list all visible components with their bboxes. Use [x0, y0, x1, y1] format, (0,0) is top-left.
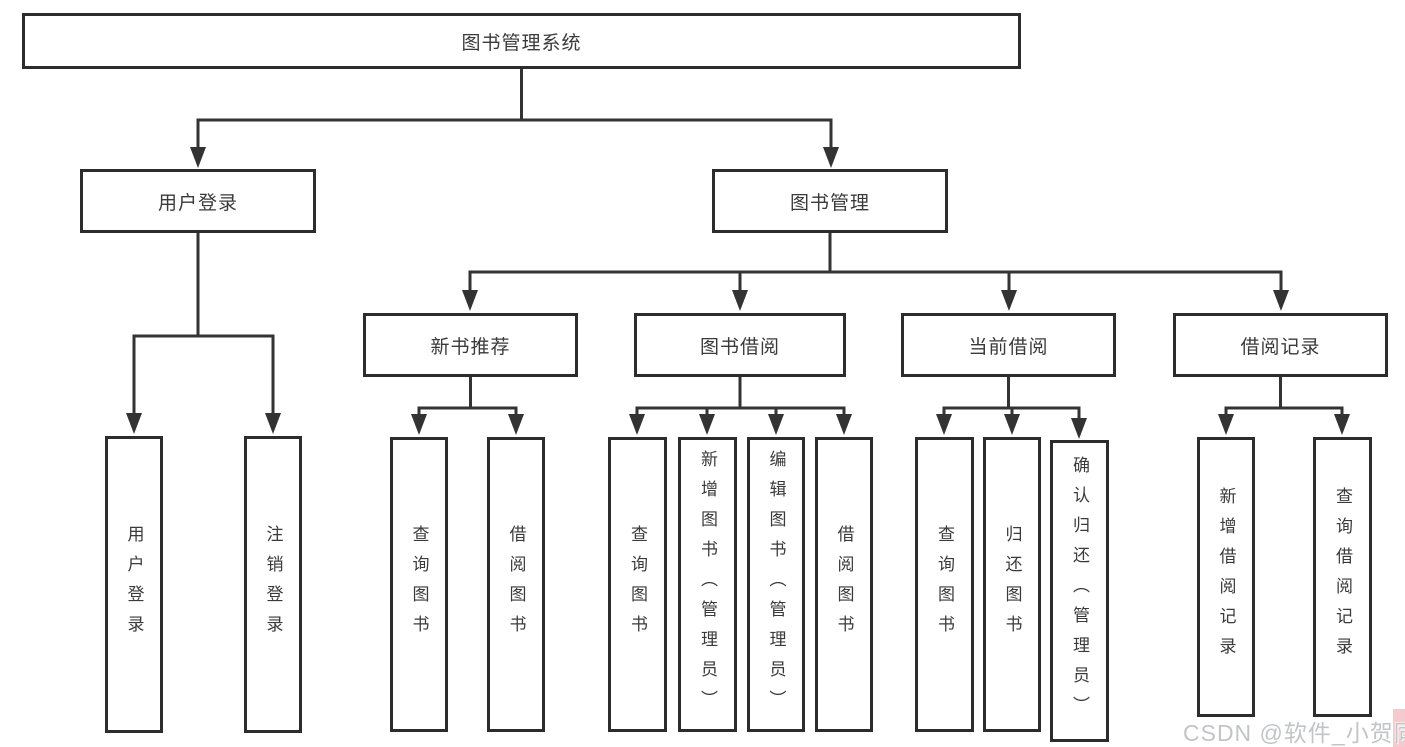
node-label: 用户登录 — [157, 192, 238, 214]
leaf-borrow-books-2: 借阅图书 — [815, 437, 873, 732]
leaf-query-books-3: 查询图书 — [915, 437, 974, 732]
node-current-borrowing: 当前借阅 — [901, 313, 1116, 377]
node-label: 借阅图书 — [506, 524, 526, 645]
node-label: 用户登录 — [124, 524, 144, 645]
node-label: 编辑图书（管理员） — [766, 449, 786, 720]
node-user-login: 用户登录 — [80, 169, 316, 233]
node-label: 查询图书 — [409, 524, 429, 645]
leaf-add-borrow-record: 新增借阅记录 — [1197, 437, 1255, 717]
node-label: 查询图书 — [628, 524, 647, 645]
node-label: 图书借阅 — [699, 336, 780, 358]
node-label: 图书管理 — [789, 192, 870, 214]
leaf-query-books-2: 查询图书 — [608, 437, 667, 732]
node-label: 借阅图书 — [834, 524, 854, 645]
node-label: 注销登录 — [263, 524, 283, 645]
node-label: 图书管理系统 — [461, 32, 582, 54]
node-label: 归还图书 — [1002, 524, 1022, 645]
node-book-borrowing: 图书借阅 — [634, 313, 846, 377]
node-new-book-recommendation: 新书推荐 — [363, 313, 578, 377]
leaf-borrow-books-1: 借阅图书 — [487, 437, 545, 732]
watermark-text: CSDN @软件_小贺同学 — [1183, 720, 1405, 746]
node-label: 查询借阅记录 — [1333, 487, 1352, 667]
node-label: 确认归还（管理员） — [1070, 456, 1089, 726]
node-label: 新书推荐 — [430, 336, 511, 358]
node-label: 查询图书 — [935, 524, 954, 645]
leaf-confirm-return-admin: 确认归还（管理员） — [1050, 440, 1109, 742]
leaf-return-books: 归还图书 — [983, 437, 1041, 732]
node-library-management-system: 图书管理系统 — [22, 13, 1021, 69]
watermark-accent-badge — [1393, 709, 1405, 747]
leaf-query-books-1: 查询图书 — [390, 437, 448, 732]
node-label: 新增图书（管理员） — [698, 449, 717, 720]
node-label: 当前借阅 — [968, 336, 1049, 358]
leaf-add-books-admin: 新增图书（管理员） — [678, 437, 737, 732]
node-label: 新增借阅记录 — [1216, 487, 1236, 667]
leaf-edit-books-admin: 编辑图书（管理员） — [747, 437, 805, 732]
node-label: 借阅记录 — [1240, 336, 1321, 358]
node-borrowing-records: 借阅记录 — [1173, 313, 1388, 377]
node-book-management: 图书管理 — [712, 169, 948, 233]
leaf-query-borrow-record: 查询借阅记录 — [1313, 437, 1372, 717]
leaf-logout: 注销登录 — [244, 436, 302, 733]
leaf-user-login: 用户登录 — [105, 436, 163, 733]
